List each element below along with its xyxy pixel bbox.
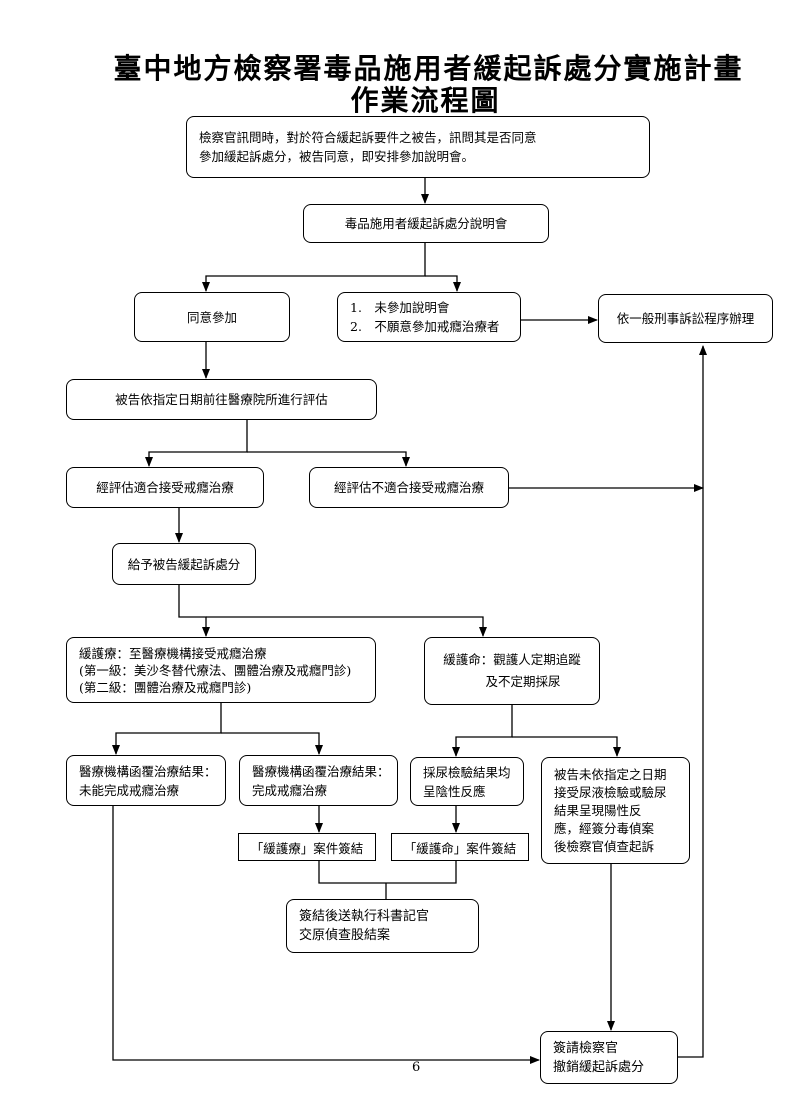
node-interrogation: 檢察官訊問時，對於符合緩起訴要件之被告，訊問其是否同意 參加緩起訴處分，被告同意… (186, 116, 650, 178)
node-treatment-failed-line1: 醫療機構函覆治療結果： (79, 763, 217, 779)
node-violation: 被告未依指定之日期 接受尿液檢驗或驗尿 結果呈現陽性反 應，經簽分毒偵案 後檢察… (541, 757, 690, 864)
node-urine-negative-line2: 呈陰性反應 (423, 783, 486, 799)
node-briefing: 毒品施用者緩起訴處分說明會 (303, 204, 549, 243)
node-interrogation-line1: 檢察官訊問時，對於符合緩起訴要件之被告，訊問其是否同意 (199, 130, 537, 145)
node-treatment-line1: 緩護療：至醫療機構接受戒癮治療 (79, 645, 267, 661)
node-treatment-line3: (第二級：團體治療及戒癮門診) (79, 679, 252, 695)
arrow-to-not-suitable (247, 451, 410, 467)
node-ordinary-procedure-label: 依一般刑事訴訟程序辦理 (616, 311, 755, 326)
node-supervision-closed-label: 「緩護命」案件簽結 (403, 840, 517, 856)
connector-grant-split (178, 585, 210, 637)
node-treatment-failed-line2: 未能完成戒癮治療 (79, 782, 180, 798)
node-urine-negative: 採尿檢驗結果均 呈陰性反應 (410, 757, 524, 806)
node-agree-label: 同意參加 (186, 309, 237, 325)
node-briefing-label: 毒品施用者緩起訴處分說明會 (344, 216, 508, 231)
connector-briefing-split (202, 243, 426, 292)
node-interrogation-line2: 參加緩起訴處分，被告同意，即安排參加說明會。 (199, 149, 475, 164)
node-violation-line1: 被告未依指定之日期 (554, 766, 667, 782)
node-evaluation-label: 被告依指定日期前往醫療院所進行評估 (115, 392, 328, 407)
node-treatment-completed-line2: 完成戒癮治療 (252, 782, 328, 798)
node-treatment: 緩護療：至醫療機構接受戒癮治療 (第一級：美沙冬替代療法、團體治療及戒癮門診) … (66, 637, 376, 703)
node-violation-line3: 結果呈現陽性反 (554, 802, 642, 818)
arrow-to-violation (512, 736, 621, 757)
arrow-to-treatment-completed (221, 732, 323, 755)
node-treatment-closed-label: 「緩護療」案件簽結 (250, 840, 364, 856)
node-archive-line1: 簽結後送執行科書記官 (299, 909, 430, 924)
node-treatment-failed: 醫療機構函覆治療結果： 未能完成戒癮治療 (66, 755, 226, 806)
arrow-to-supervision (206, 616, 487, 637)
node-agree: 同意參加 (134, 292, 290, 342)
node-treatment-closed: 「緩護療」案件簽結 (238, 833, 376, 861)
connector-closed-merge (318, 861, 457, 884)
node-not-suitable: 經評估不適合接受戒癮治療 (309, 467, 509, 508)
node-revoke: 簽請檢察官 撤銷緩起訴處分 (540, 1031, 678, 1084)
connector-evaluation-split (145, 420, 248, 467)
node-evaluation: 被告依指定日期前往醫療院所進行評估 (66, 379, 377, 420)
node-grant-deferred-label: 給予被告緩起訴處分 (127, 556, 241, 572)
page-title: 臺中地方檢察署毒品施用者緩起訴處分實施計畫 (113, 52, 744, 85)
node-supervision-line2: 及不定期採尿 (485, 674, 561, 689)
node-violation-line5: 後檢察官偵查起訴 (554, 838, 655, 854)
arrow-to-not-attend (425, 275, 461, 292)
connector-treatment-split (112, 703, 222, 755)
node-supervision-line1: 緩護命：觀護人定期追蹤 (443, 652, 581, 667)
node-treatment-completed: 醫療機構函覆治療結果： 完成戒癮治療 (239, 755, 398, 806)
node-suitable: 經評估適合接受戒癮治療 (66, 467, 264, 508)
node-supervision: 緩護命：觀護人定期追蹤 及不定期採尿 (424, 637, 600, 705)
node-not-attend: 1. 未參加說明會 2. 不願意參加戒癮治療者 (337, 292, 521, 342)
node-not-attend-item1: 1. 未參加說明會 (350, 300, 450, 315)
arrow-failed-to-revoke (112, 806, 540, 1064)
node-violation-line2: 接受尿液檢驗或驗尿 (554, 784, 667, 800)
node-revoke-line1: 簽請檢察官 (553, 1040, 619, 1056)
node-revoke-line2: 撤銷緩起訴處分 (553, 1059, 645, 1075)
page-number: 6 (412, 1060, 421, 1075)
node-suitable-label: 經評估適合接受戒癮治療 (96, 480, 234, 495)
node-treatment-completed-line1: 醫療機構函覆治療結果： (252, 763, 390, 779)
page-subtitle: 作業流程圖 (350, 84, 501, 117)
arrow-revoke-to-ordinary (678, 345, 707, 1058)
node-treatment-line2: (第一級：美沙冬替代療法、團體治療及戒癮門診) (79, 662, 352, 678)
node-violation-line4: 應，經簽分毒偵案 (554, 820, 655, 836)
node-ordinary-procedure: 依一般刑事訴訟程序辦理 (598, 294, 773, 343)
node-not-attend-item2: 2. 不願意參加戒癮治療者 (350, 319, 500, 334)
node-not-suitable-label: 經評估不適合接受戒癮治療 (333, 480, 484, 495)
node-archive: 簽結後送執行科書記官 交原偵查股結案 (286, 899, 479, 953)
node-archive-line2: 交原偵查股結案 (299, 928, 391, 943)
node-supervision-closed: 「緩護命」案件簽結 (391, 833, 529, 861)
connector-supervision-split (452, 705, 513, 757)
node-urine-negative-line1: 採尿檢驗結果均 (423, 764, 511, 780)
node-grant-deferred: 給予被告緩起訴處分 (112, 543, 256, 585)
